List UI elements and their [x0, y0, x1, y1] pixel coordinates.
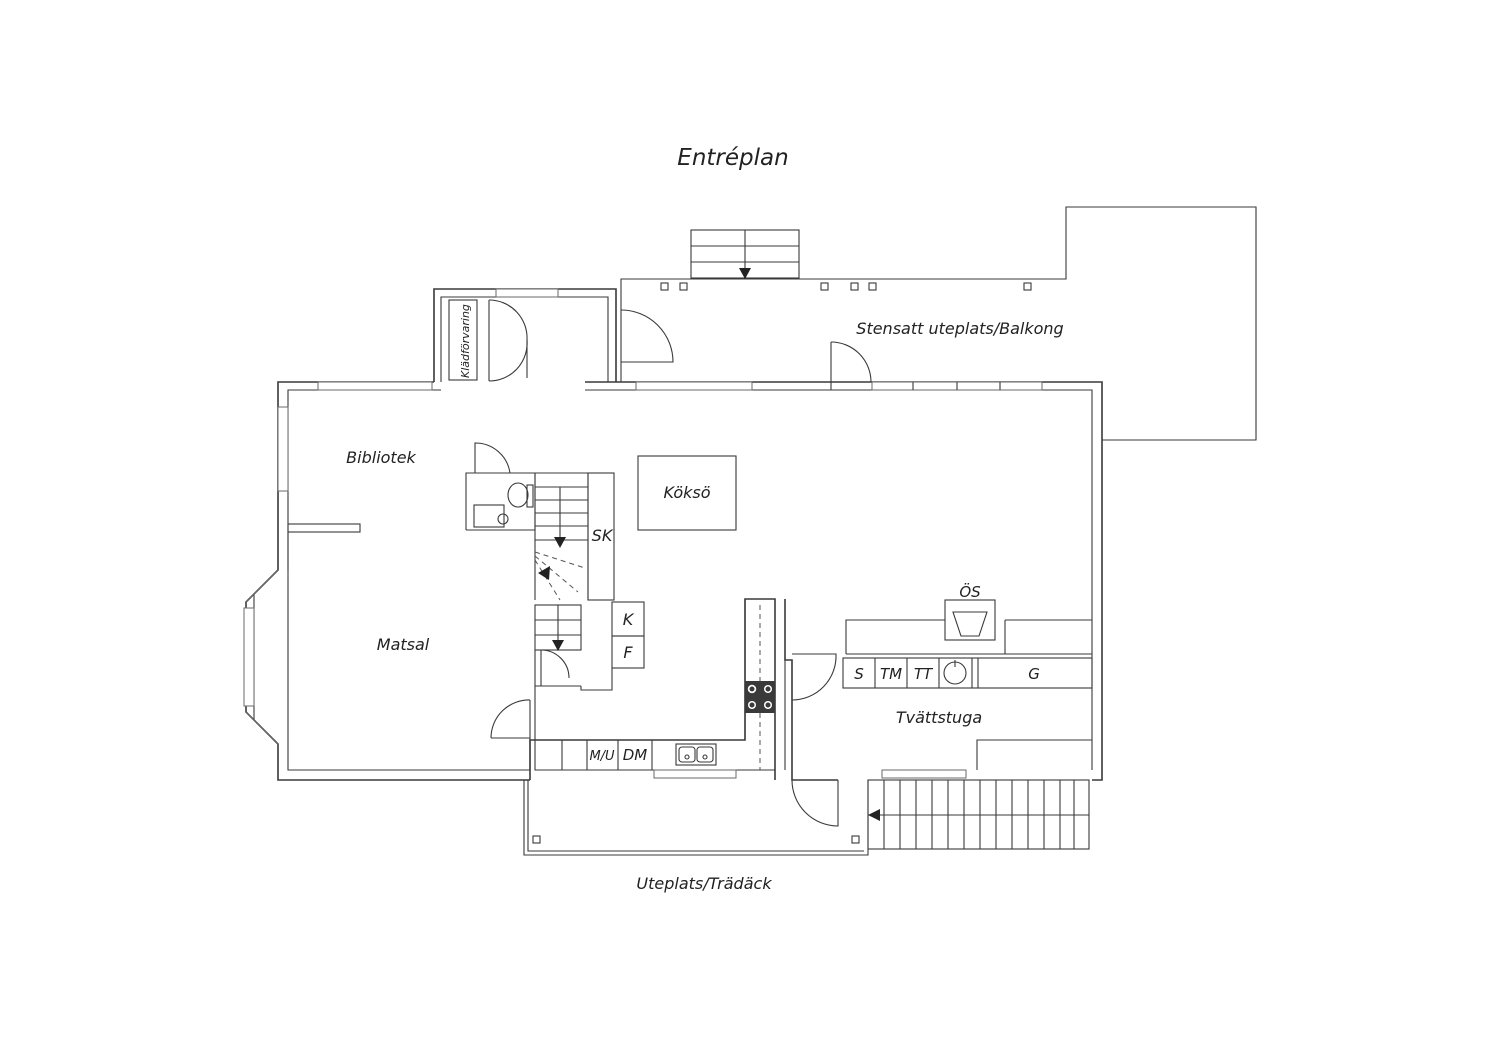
- entry-vestibule: [433, 288, 617, 382]
- label-os: ÖS: [959, 582, 981, 601]
- label-koksö: Köksö: [663, 483, 710, 502]
- main-walls: [243, 309, 1103, 781]
- label-kladforvaring: Klädförvaring: [459, 304, 472, 378]
- kitchen-counter: [529, 598, 776, 780]
- label-tvattstuga: Tvättstuga: [896, 708, 982, 727]
- plan-title: Entréplan: [677, 145, 788, 171]
- label-g: G: [1028, 665, 1040, 683]
- label-bibliotek: Bibliotek: [346, 448, 416, 467]
- label-dm: DM: [623, 746, 648, 764]
- label-s: S: [854, 665, 864, 683]
- stair-arrow-down-icon: [554, 537, 566, 548]
- library-divider: [287, 523, 361, 533]
- laundry-room: [784, 599, 1093, 827]
- label-sk: SK: [592, 526, 614, 545]
- balcony-stairs: [690, 229, 800, 279]
- label-k: K: [623, 610, 635, 629]
- stair-arrow-icon: [739, 268, 751, 279]
- deck-stair-arrow-icon: [868, 809, 880, 821]
- stair-arrow-left-icon: [538, 566, 550, 580]
- label-tt: TT: [914, 665, 934, 683]
- label-f: F: [623, 643, 633, 662]
- deck: [523, 779, 1090, 856]
- label-tm: TM: [880, 665, 902, 683]
- label-uteplats: Uteplats/Trädäck: [636, 874, 772, 893]
- label-stensatt: Stensatt uteplats/Balkong: [856, 319, 1063, 338]
- label-mu: M/U: [589, 749, 615, 764]
- matsal-door: [490, 699, 531, 770]
- label-matsal: Matsal: [377, 635, 430, 654]
- kitchen-island: [637, 455, 737, 531]
- wc: [465, 442, 536, 531]
- balcony-outline: [620, 206, 1257, 441]
- central-stairs: [534, 472, 645, 740]
- stair-arrow-down-icon-2: [552, 640, 564, 651]
